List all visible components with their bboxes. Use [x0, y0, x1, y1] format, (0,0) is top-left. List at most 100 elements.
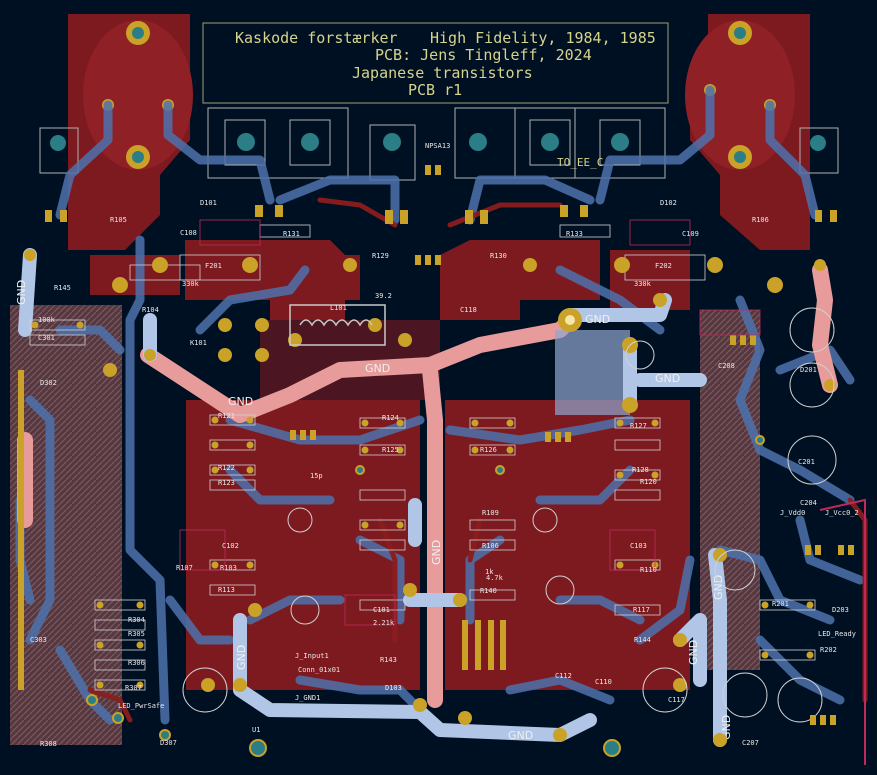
- ref-r105: R105: [110, 216, 127, 224]
- ref-c117: C117: [668, 696, 685, 704]
- ref-r306: R306: [128, 659, 145, 667]
- ref-led-pwrsafe: LED_PwrSafe: [118, 702, 164, 710]
- ref-r123: R123: [218, 479, 235, 487]
- ref-d307: D307: [160, 739, 177, 747]
- ref-r121: R121: [218, 412, 235, 420]
- val-330k-left: 330k: [182, 280, 200, 288]
- ref-d103: D103: [385, 684, 402, 692]
- ref-c112: C112: [555, 672, 572, 680]
- title-line1-left: Kaskode forstærker: [235, 29, 398, 47]
- ref-r125: R125: [382, 446, 399, 454]
- title-line2: PCB: Jens Tingleff, 2024: [375, 46, 592, 64]
- ref-r145: R145: [54, 284, 71, 292]
- ref-r104: R104: [142, 306, 159, 314]
- inductor-l101: [289, 304, 386, 346]
- ref-f202: F202: [655, 262, 672, 270]
- gnd-label-right: GND: [655, 372, 680, 385]
- ref-r120: R120: [640, 478, 657, 486]
- ref-r130: R130: [490, 252, 507, 260]
- ref-c208: C208: [718, 362, 735, 370]
- ref-r304: R304: [128, 616, 145, 624]
- gnd-label-right-vertical-2: GND: [687, 640, 700, 665]
- val-330k-right: 330k: [634, 280, 652, 288]
- ref-r106: R106: [482, 542, 499, 550]
- ref-r124: R124: [382, 414, 399, 422]
- val-2k21: 2.21k: [373, 619, 395, 627]
- ref-f201: F201: [205, 262, 222, 270]
- gnd-label-right-vertical-3: GND: [720, 715, 733, 740]
- electrolytic-caps: [182, 307, 837, 723]
- vias: [86, 435, 765, 757]
- ref-r305: R305: [128, 630, 145, 638]
- title-line3: Japanese transistors: [352, 64, 533, 82]
- ref-c102: C102: [222, 542, 239, 550]
- ref-d203: D203: [832, 606, 849, 614]
- gnd-label-right-vertical-1: GND: [712, 575, 725, 600]
- title-block: Kaskode forstærker High Fidelity, 1984, …: [202, 22, 669, 104]
- large-pads: [24, 249, 836, 747]
- ref-c207: C207: [742, 739, 759, 747]
- ref-d302: D302: [40, 379, 57, 387]
- ref-r143: R143: [380, 656, 397, 664]
- net-labels: GND GND GND GND GND GND GND GND GND GND …: [15, 142, 733, 742]
- ref-c108: C108: [180, 229, 197, 237]
- gnd-plane-bottom: [555, 330, 630, 415]
- ref-r144: R144: [634, 636, 651, 644]
- ref-r103: R103: [220, 564, 237, 572]
- ref-d102: D102: [660, 199, 677, 207]
- ref-r110: R110: [640, 566, 657, 574]
- ref-l101: L101: [330, 304, 347, 312]
- ref-r122: R122: [218, 464, 235, 472]
- val-39-2: 39.2: [375, 292, 392, 300]
- ref-r129: R129: [372, 252, 389, 260]
- val-1k: 1k: [485, 568, 494, 576]
- gnd-label-left: GND: [228, 395, 253, 408]
- ref-r126: R126: [480, 446, 497, 454]
- ref-r202: R202: [820, 646, 837, 654]
- to-ee-c-label: TO_EE_C: [557, 156, 603, 169]
- ref-led-ready: LED_Ready: [818, 630, 856, 638]
- val-4k7: 4.7k: [486, 574, 504, 582]
- headers: [18, 370, 506, 690]
- ref-j-vcc0-2: J_Vcc0_2: [825, 509, 859, 517]
- courtyards: [179, 219, 761, 626]
- gnd-label-center: GND: [365, 362, 390, 375]
- ref-r117: R117: [633, 606, 650, 614]
- ref-c204: C204: [800, 499, 817, 507]
- ref-r201: R201: [772, 600, 789, 608]
- ref-c110: C110: [595, 678, 612, 686]
- gnd-label-vertical: GND: [430, 540, 443, 565]
- ref-d201: D201: [800, 366, 817, 374]
- ref-r106-top: R106: [752, 216, 769, 224]
- ref-r113: R113: [218, 586, 235, 594]
- ref-r128: R128: [632, 466, 649, 474]
- ref-c101: C101: [373, 606, 390, 614]
- ref-c103: C103: [630, 542, 647, 550]
- ref-j-vdd0: J_Vdd0: [780, 509, 805, 517]
- ref-j-gnd1: J_GND1: [295, 694, 320, 702]
- ref-r140: R140: [480, 587, 497, 595]
- val-15p: 15p: [310, 472, 323, 480]
- title-line1-right: High Fidelity, 1984, 1985: [430, 29, 656, 47]
- ref-k101: K101: [190, 339, 207, 347]
- ref-r308: R308: [40, 740, 57, 748]
- ref-j-input1: J_Input1: [295, 652, 329, 660]
- gnd-label-left-strip: GND: [15, 280, 28, 305]
- small-transistors: [290, 255, 854, 725]
- ref-r131: R131: [283, 230, 300, 238]
- component-pads: [31, 165, 837, 689]
- ref-u1: U1: [252, 726, 260, 734]
- gnd-label-bottom-left: GND: [235, 645, 248, 670]
- val-100k: 100k: [38, 316, 56, 324]
- board-edge-right: [819, 498, 866, 765]
- reference-labels: R121 R122 R123 R124 R125 R126 R127 R128 …: [30, 199, 859, 748]
- npsa-label: NPSA13: [425, 142, 450, 150]
- ref-c303: C303: [30, 636, 47, 644]
- gnd-label-plane: GND: [585, 313, 610, 326]
- ref-r127: R127: [630, 422, 647, 430]
- ref-r109: R109: [482, 509, 499, 517]
- ref-conn-pwr: Conn_01x01: [298, 666, 340, 674]
- ref-d101: D101: [200, 199, 217, 207]
- ref-r107: R107: [176, 564, 193, 572]
